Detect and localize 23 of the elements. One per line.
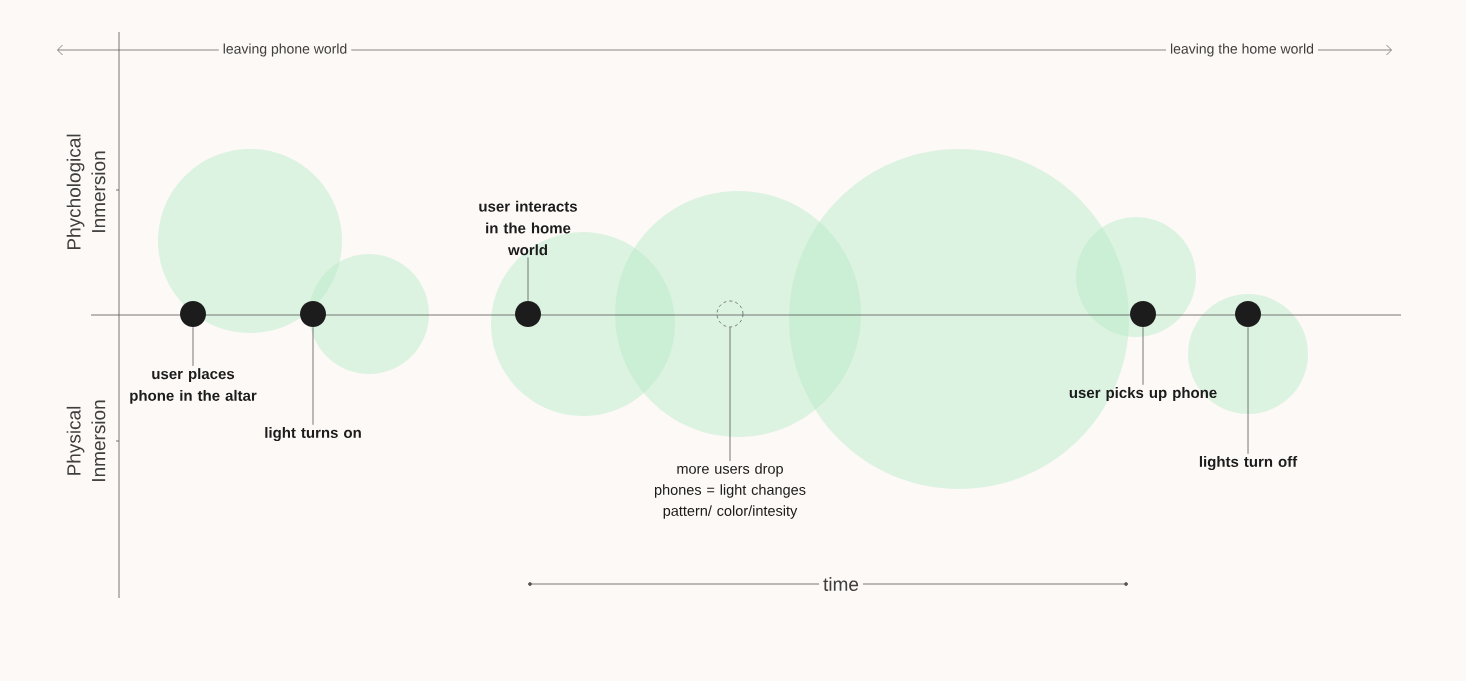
leader-line — [527, 257, 529, 302]
leader-line — [1142, 326, 1144, 386]
callout-text: user picks up phone — [1069, 387, 1217, 401]
point-marker — [180, 301, 206, 327]
leader-line — [192, 326, 194, 367]
axis-label: leaving the home world — [1166, 39, 1318, 61]
axis-label: leaving phone world — [218, 39, 352, 61]
leader-line — [729, 326, 731, 462]
point-marker — [300, 301, 326, 327]
dashed-circle — [716, 300, 744, 328]
callout-text: lights turn off — [1199, 456, 1298, 471]
callout-text: more users drop phones = light changes pattern/ color/intesity — [654, 463, 806, 519]
leader-line — [1247, 326, 1249, 455]
axis-label: time — [819, 573, 863, 595]
callout-text: user interacts in the home world — [479, 200, 577, 256]
callout-text: user places phone in the altar — [130, 368, 257, 404]
leader-line — [312, 326, 314, 426]
point-marker — [515, 301, 541, 327]
axis-label: Phychological Inmersion — [62, 103, 110, 281]
axis-label: Physical Inmersion — [62, 382, 110, 500]
point-marker — [1130, 301, 1156, 327]
callout-text: light turns on — [265, 427, 361, 442]
point-marker — [1235, 301, 1261, 327]
